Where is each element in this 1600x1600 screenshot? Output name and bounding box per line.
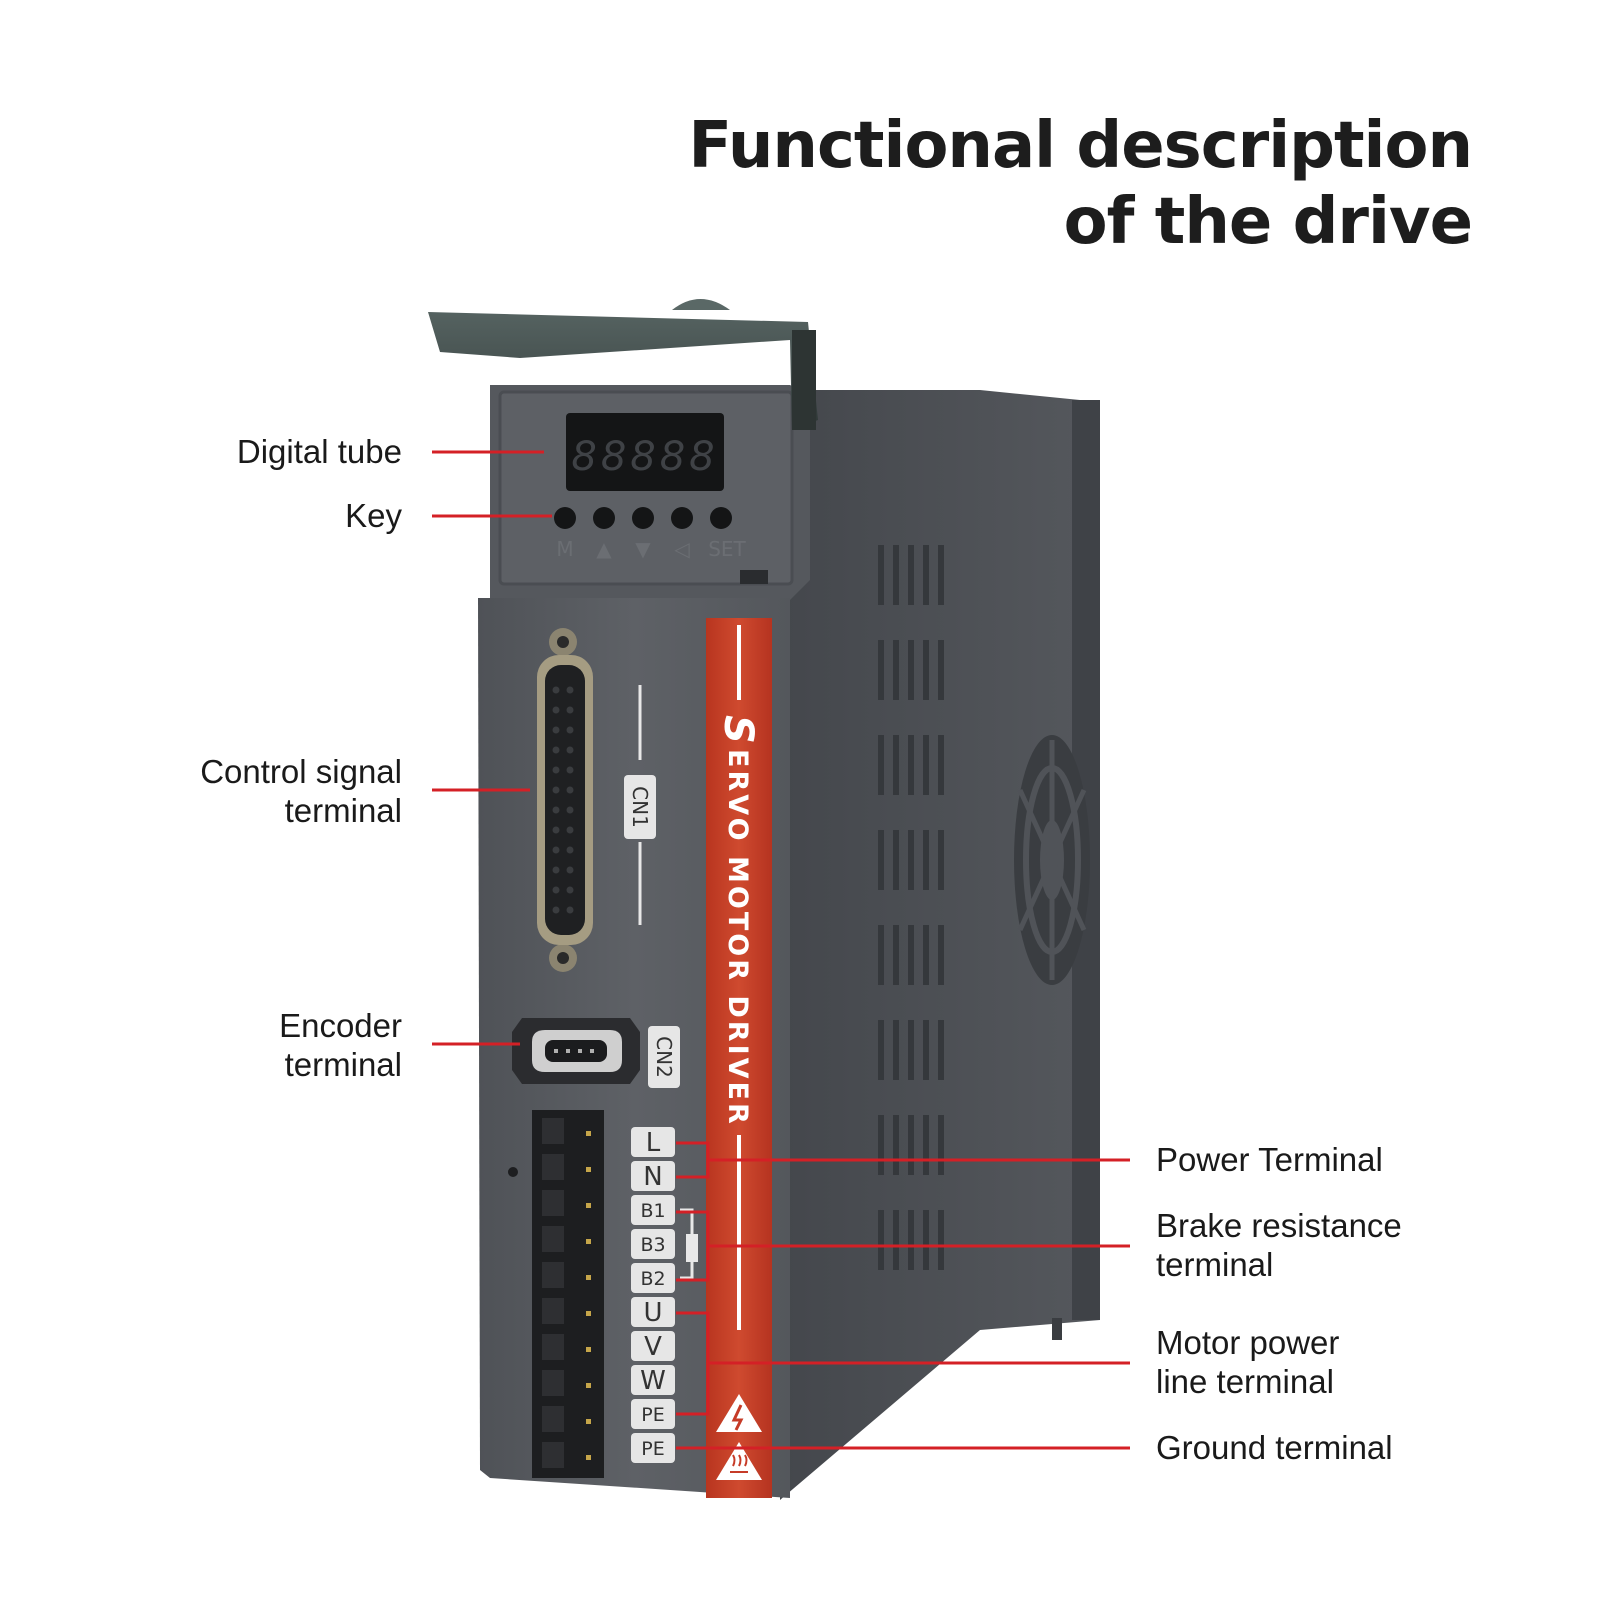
terminal-label-w: W xyxy=(640,1366,666,1396)
callout-line-motor xyxy=(676,1311,1130,1416)
cn1-label: CN1 xyxy=(628,786,652,828)
callout-lines xyxy=(432,450,1130,1450)
callout-key: Key xyxy=(345,497,402,534)
key-label-set: SET xyxy=(708,537,746,561)
callout-control-signal-line-1: Control signal xyxy=(200,753,402,790)
terminal-label-u: U xyxy=(643,1298,662,1328)
title-line-2: of the drive xyxy=(1063,185,1473,259)
callout-brake-line-1: Brake resistance xyxy=(1156,1207,1402,1244)
callout-encoder-line-1: Encoder xyxy=(279,1007,402,1044)
display-digits: 88888 xyxy=(571,434,718,480)
title-line-1: Functional description xyxy=(688,109,1473,183)
hot-surface-warning-icon xyxy=(716,1442,762,1480)
cn1-connector[interactable]: CN1 xyxy=(537,628,656,972)
terminal-label-l: L xyxy=(646,1128,661,1158)
terminal-label-pe-2: PE xyxy=(641,1438,664,1460)
callout-motor-line-2: line terminal xyxy=(1156,1363,1334,1400)
callout-control-signal-line-2: terminal xyxy=(284,792,402,829)
terminal-label-b3: B3 xyxy=(640,1234,665,1256)
callout-power: Power Terminal xyxy=(1156,1141,1383,1178)
page-title: Functional description of the drive xyxy=(688,108,1473,260)
key-button-m[interactable] xyxy=(554,507,576,529)
terminal-label-b1: B1 xyxy=(640,1200,665,1222)
key-button-down[interactable] xyxy=(632,507,654,529)
key-button-left[interactable] xyxy=(671,507,693,529)
brand-logo-letter: S xyxy=(715,715,761,744)
drive-top-panel: 88888 M ▲ ▼ ◁ SET xyxy=(490,385,810,600)
key-button-set[interactable] xyxy=(710,507,732,529)
key-label-left: ◁ xyxy=(673,537,690,561)
brand-stripe-text: ERVO MOTOR DRIVER xyxy=(722,749,753,1127)
cn2-label: CN2 xyxy=(652,1036,676,1078)
callout-digital-tube: Digital tube xyxy=(236,433,402,470)
high-voltage-warning-icon xyxy=(716,1394,762,1432)
key-label-down: ▼ xyxy=(635,537,651,561)
terminal-label-n: N xyxy=(643,1162,662,1192)
key-button-up[interactable] xyxy=(593,507,615,529)
key-buttons xyxy=(554,507,732,529)
callout-motor-line-1: Motor power xyxy=(1156,1324,1340,1361)
drive-side-panel xyxy=(780,390,1100,1500)
callout-ground: Ground terminal xyxy=(1156,1429,1393,1466)
digital-tube-display xyxy=(566,413,724,491)
terminal-label-v: V xyxy=(644,1332,662,1362)
callout-control-signal: Control signal terminal xyxy=(200,752,402,830)
callout-encoder-line-2: terminal xyxy=(284,1046,402,1083)
resistor-icon xyxy=(680,1208,698,1280)
fan-icon xyxy=(1014,735,1090,985)
terminal-label-pe-1: PE xyxy=(641,1404,664,1426)
display-cover-flap[interactable] xyxy=(428,299,818,430)
terminal-label-b2: B2 xyxy=(640,1268,665,1290)
key-label-m: M xyxy=(556,537,573,561)
cn2-connector[interactable]: CN2 xyxy=(512,1018,680,1088)
callout-brake: Brake resistance terminal xyxy=(1156,1206,1402,1284)
callout-motor: Motor power line terminal xyxy=(1156,1323,1339,1401)
terminal-block[interactable] xyxy=(508,1110,604,1478)
drive-front-panel: S ERVO MOTOR DRIVER xyxy=(478,598,790,1498)
callout-line-brake xyxy=(676,1210,1130,1282)
brand-stripe xyxy=(706,618,772,1498)
callout-encoder: Encoder terminal xyxy=(279,1006,402,1084)
callout-brake-line-2: terminal xyxy=(1156,1246,1274,1283)
key-label-up: ▲ xyxy=(596,537,612,561)
callout-line-power xyxy=(676,1141,1130,1179)
